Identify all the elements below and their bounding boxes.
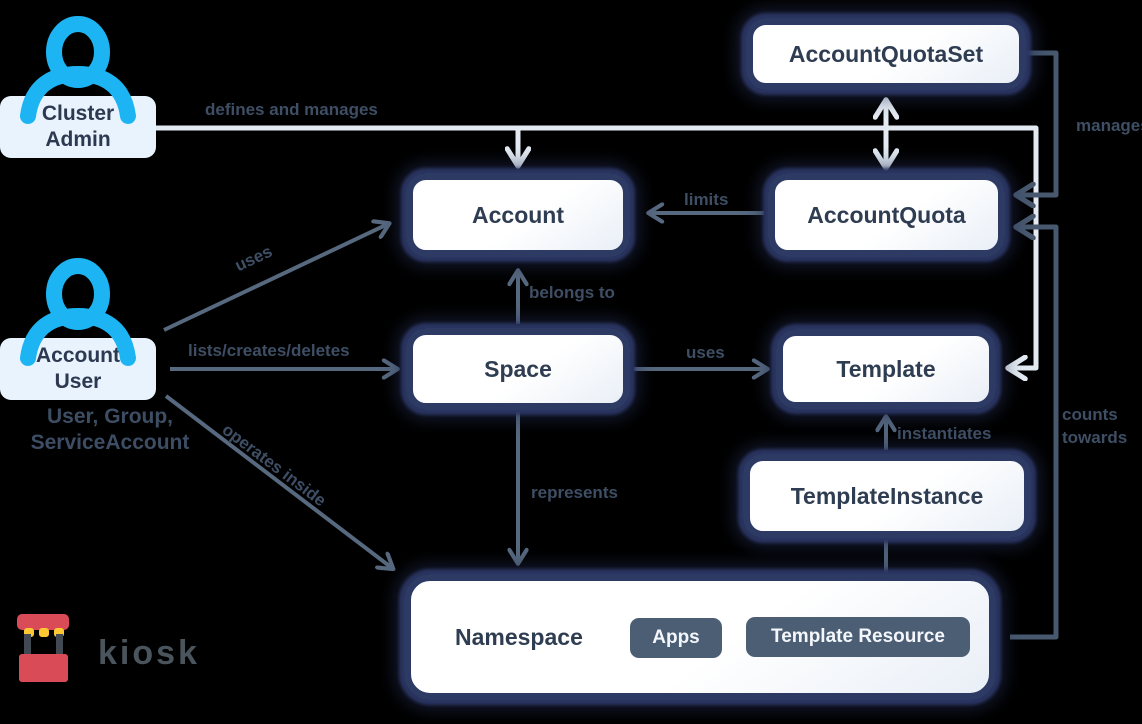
node-account: Account xyxy=(406,173,630,257)
node-namespace: Namespace Apps Template Resource xyxy=(404,574,996,700)
account-user-label: Account User xyxy=(36,343,120,393)
kiosk-stand-icon xyxy=(17,614,69,682)
node-namespace-label: Namespace xyxy=(455,623,583,650)
node-account-quota-label: AccountQuota xyxy=(807,201,966,228)
badge-apps: Apps xyxy=(630,618,722,658)
edge-label-manages: manages xyxy=(1076,116,1142,135)
node-template: Template xyxy=(776,329,996,409)
edge-label-defines-and-manages: defines and manages xyxy=(205,100,378,119)
node-account-label: Account xyxy=(472,201,564,228)
node-account-quota-set-label: AccountQuotaSet xyxy=(788,40,984,67)
edge-label-belongs-to: belongs to xyxy=(529,283,615,302)
edge-label-uses-account: uses xyxy=(232,241,276,276)
cluster-admin-label: Cluster Admin xyxy=(41,101,115,151)
edge-label-instantiates: instantiates xyxy=(897,424,992,443)
node-account-quota: AccountQuota xyxy=(768,173,1005,257)
node-template-instance: TemplateInstance xyxy=(743,454,1031,538)
edge-label-limits: limits xyxy=(684,190,729,209)
edge-counts-towards xyxy=(1010,227,1059,640)
node-space: Space xyxy=(406,328,630,410)
edge-label-represents: represents xyxy=(531,483,618,502)
node-account-quota-set: AccountQuotaSet xyxy=(746,18,1026,90)
node-space-label: Space xyxy=(484,355,552,382)
edge-label-counts-towards: counts towards xyxy=(1062,405,1128,447)
edge-label-operates-inside: operates inside xyxy=(218,420,330,511)
kiosk-logo: kiosk xyxy=(16,608,200,684)
edge-label-uses-template: uses xyxy=(686,343,725,362)
user-icon xyxy=(20,16,136,124)
node-template-instance-label: TemplateInstance xyxy=(790,482,984,509)
user-icon xyxy=(20,258,136,366)
badge-template-resource: Template Resource xyxy=(746,617,970,657)
kiosk-logo-text: kiosk xyxy=(98,633,200,672)
edge-label-lists-creates-deletes: lists/creates/deletes xyxy=(188,341,350,360)
edge-uses-account xyxy=(163,224,388,332)
node-template-label: Template xyxy=(836,355,936,382)
account-user-caption: User, Group, ServiceAccount xyxy=(30,405,190,455)
